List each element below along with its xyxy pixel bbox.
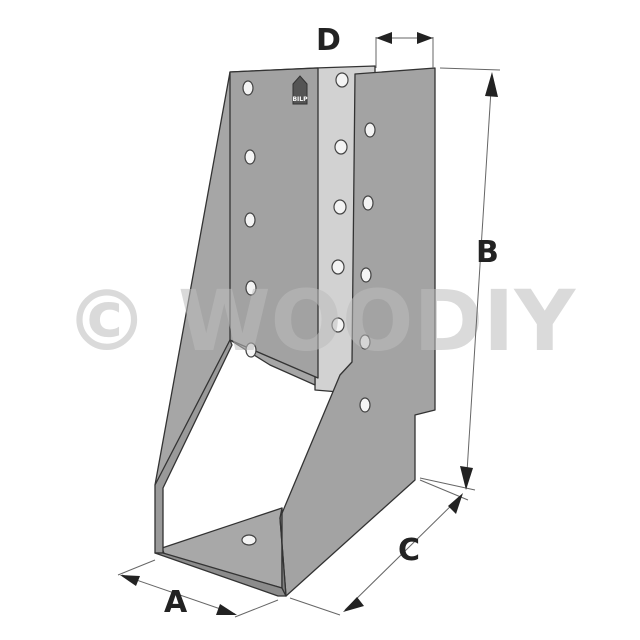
nail-hole	[331, 259, 345, 275]
bilp-logo: BILP	[292, 75, 308, 105]
arrow-icon	[448, 493, 463, 514]
nail-hole	[359, 397, 371, 413]
nail-hole	[242, 80, 254, 96]
nail-hole	[245, 342, 257, 358]
dimension-label-b: B	[476, 235, 499, 270]
arrow-icon	[216, 604, 237, 615]
nail-holes	[241, 72, 376, 546]
dimension-label-a: A	[164, 585, 188, 620]
nail-hole	[364, 122, 376, 138]
nail-hole	[244, 212, 256, 228]
right-plate-edge	[279, 507, 287, 597]
nail-hole	[360, 267, 372, 283]
arrow-icon	[485, 72, 498, 97]
dimension-arrows	[120, 32, 498, 615]
nail-hole	[335, 72, 349, 88]
watermark: © WOODIY	[65, 272, 577, 370]
nail-hole	[362, 195, 374, 211]
arrow-icon	[417, 32, 433, 44]
dimension-label-d: D	[316, 23, 341, 58]
nail-hole	[359, 334, 371, 350]
nail-hole	[331, 317, 345, 333]
logo-text: BILP	[292, 96, 308, 103]
right-front-plate	[279, 67, 436, 597]
arrow-icon	[376, 32, 392, 44]
dimension-label-c: C	[398, 533, 420, 568]
nail-hole	[244, 149, 256, 165]
arrow-icon	[120, 575, 140, 586]
left-upper-flange	[229, 67, 319, 379]
nail-hole	[333, 199, 347, 215]
arrow-icon	[460, 466, 473, 490]
nail-hole	[334, 139, 348, 155]
seat-hole	[241, 534, 257, 546]
arrow-icon	[343, 597, 364, 612]
nail-hole	[245, 280, 257, 296]
